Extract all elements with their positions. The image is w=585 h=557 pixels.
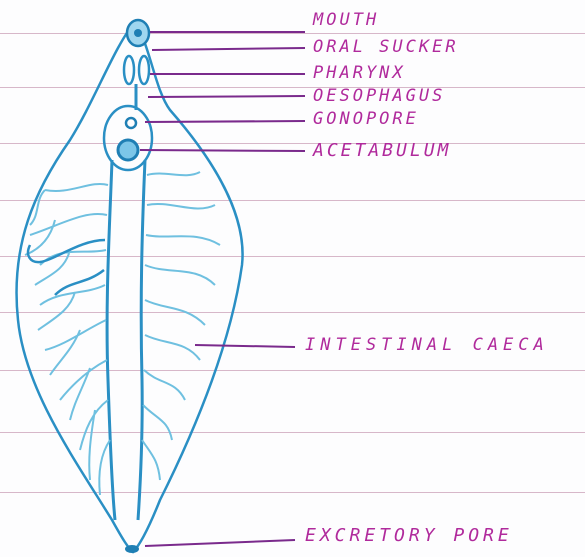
caeca-left-dark-branches xyxy=(28,240,105,295)
pointer-gonopore xyxy=(145,121,305,122)
label-acetabulum: ACETABULUM xyxy=(313,140,451,161)
pharynx-shape xyxy=(124,56,134,84)
excretory-pore-shape xyxy=(125,545,139,553)
pointer-intestinal-caeca xyxy=(195,345,295,347)
pointer-excretory-pore xyxy=(145,540,295,546)
pointer-oesophagus xyxy=(148,96,305,97)
pointer-oral-sucker xyxy=(152,48,305,50)
label-excretory-pore: EXCRETORY PORE xyxy=(305,525,513,546)
caeca-right-branches xyxy=(142,172,220,480)
body-outline xyxy=(17,22,243,552)
label-mouth: MOUTH xyxy=(313,10,379,30)
label-pharynx: PHARYNX xyxy=(313,63,406,83)
label-pointers xyxy=(140,32,305,546)
label-oesophagus: OESOPHAGUS xyxy=(313,86,445,106)
pointer-acetabulum xyxy=(140,150,305,151)
gonopore-shape xyxy=(126,118,136,128)
pharynx-shape xyxy=(139,56,149,84)
mouth-shape xyxy=(134,29,142,37)
acetabulum-shape xyxy=(118,140,138,160)
caeca-right-trunk xyxy=(138,160,145,520)
label-intestinal-caeca: INTESTINAL CAECA xyxy=(305,335,549,355)
label-gonopore: GONOPORE xyxy=(313,109,419,129)
caeca-left-trunk xyxy=(107,160,115,520)
label-oral-sucker: ORAL SUCKER xyxy=(313,37,459,57)
